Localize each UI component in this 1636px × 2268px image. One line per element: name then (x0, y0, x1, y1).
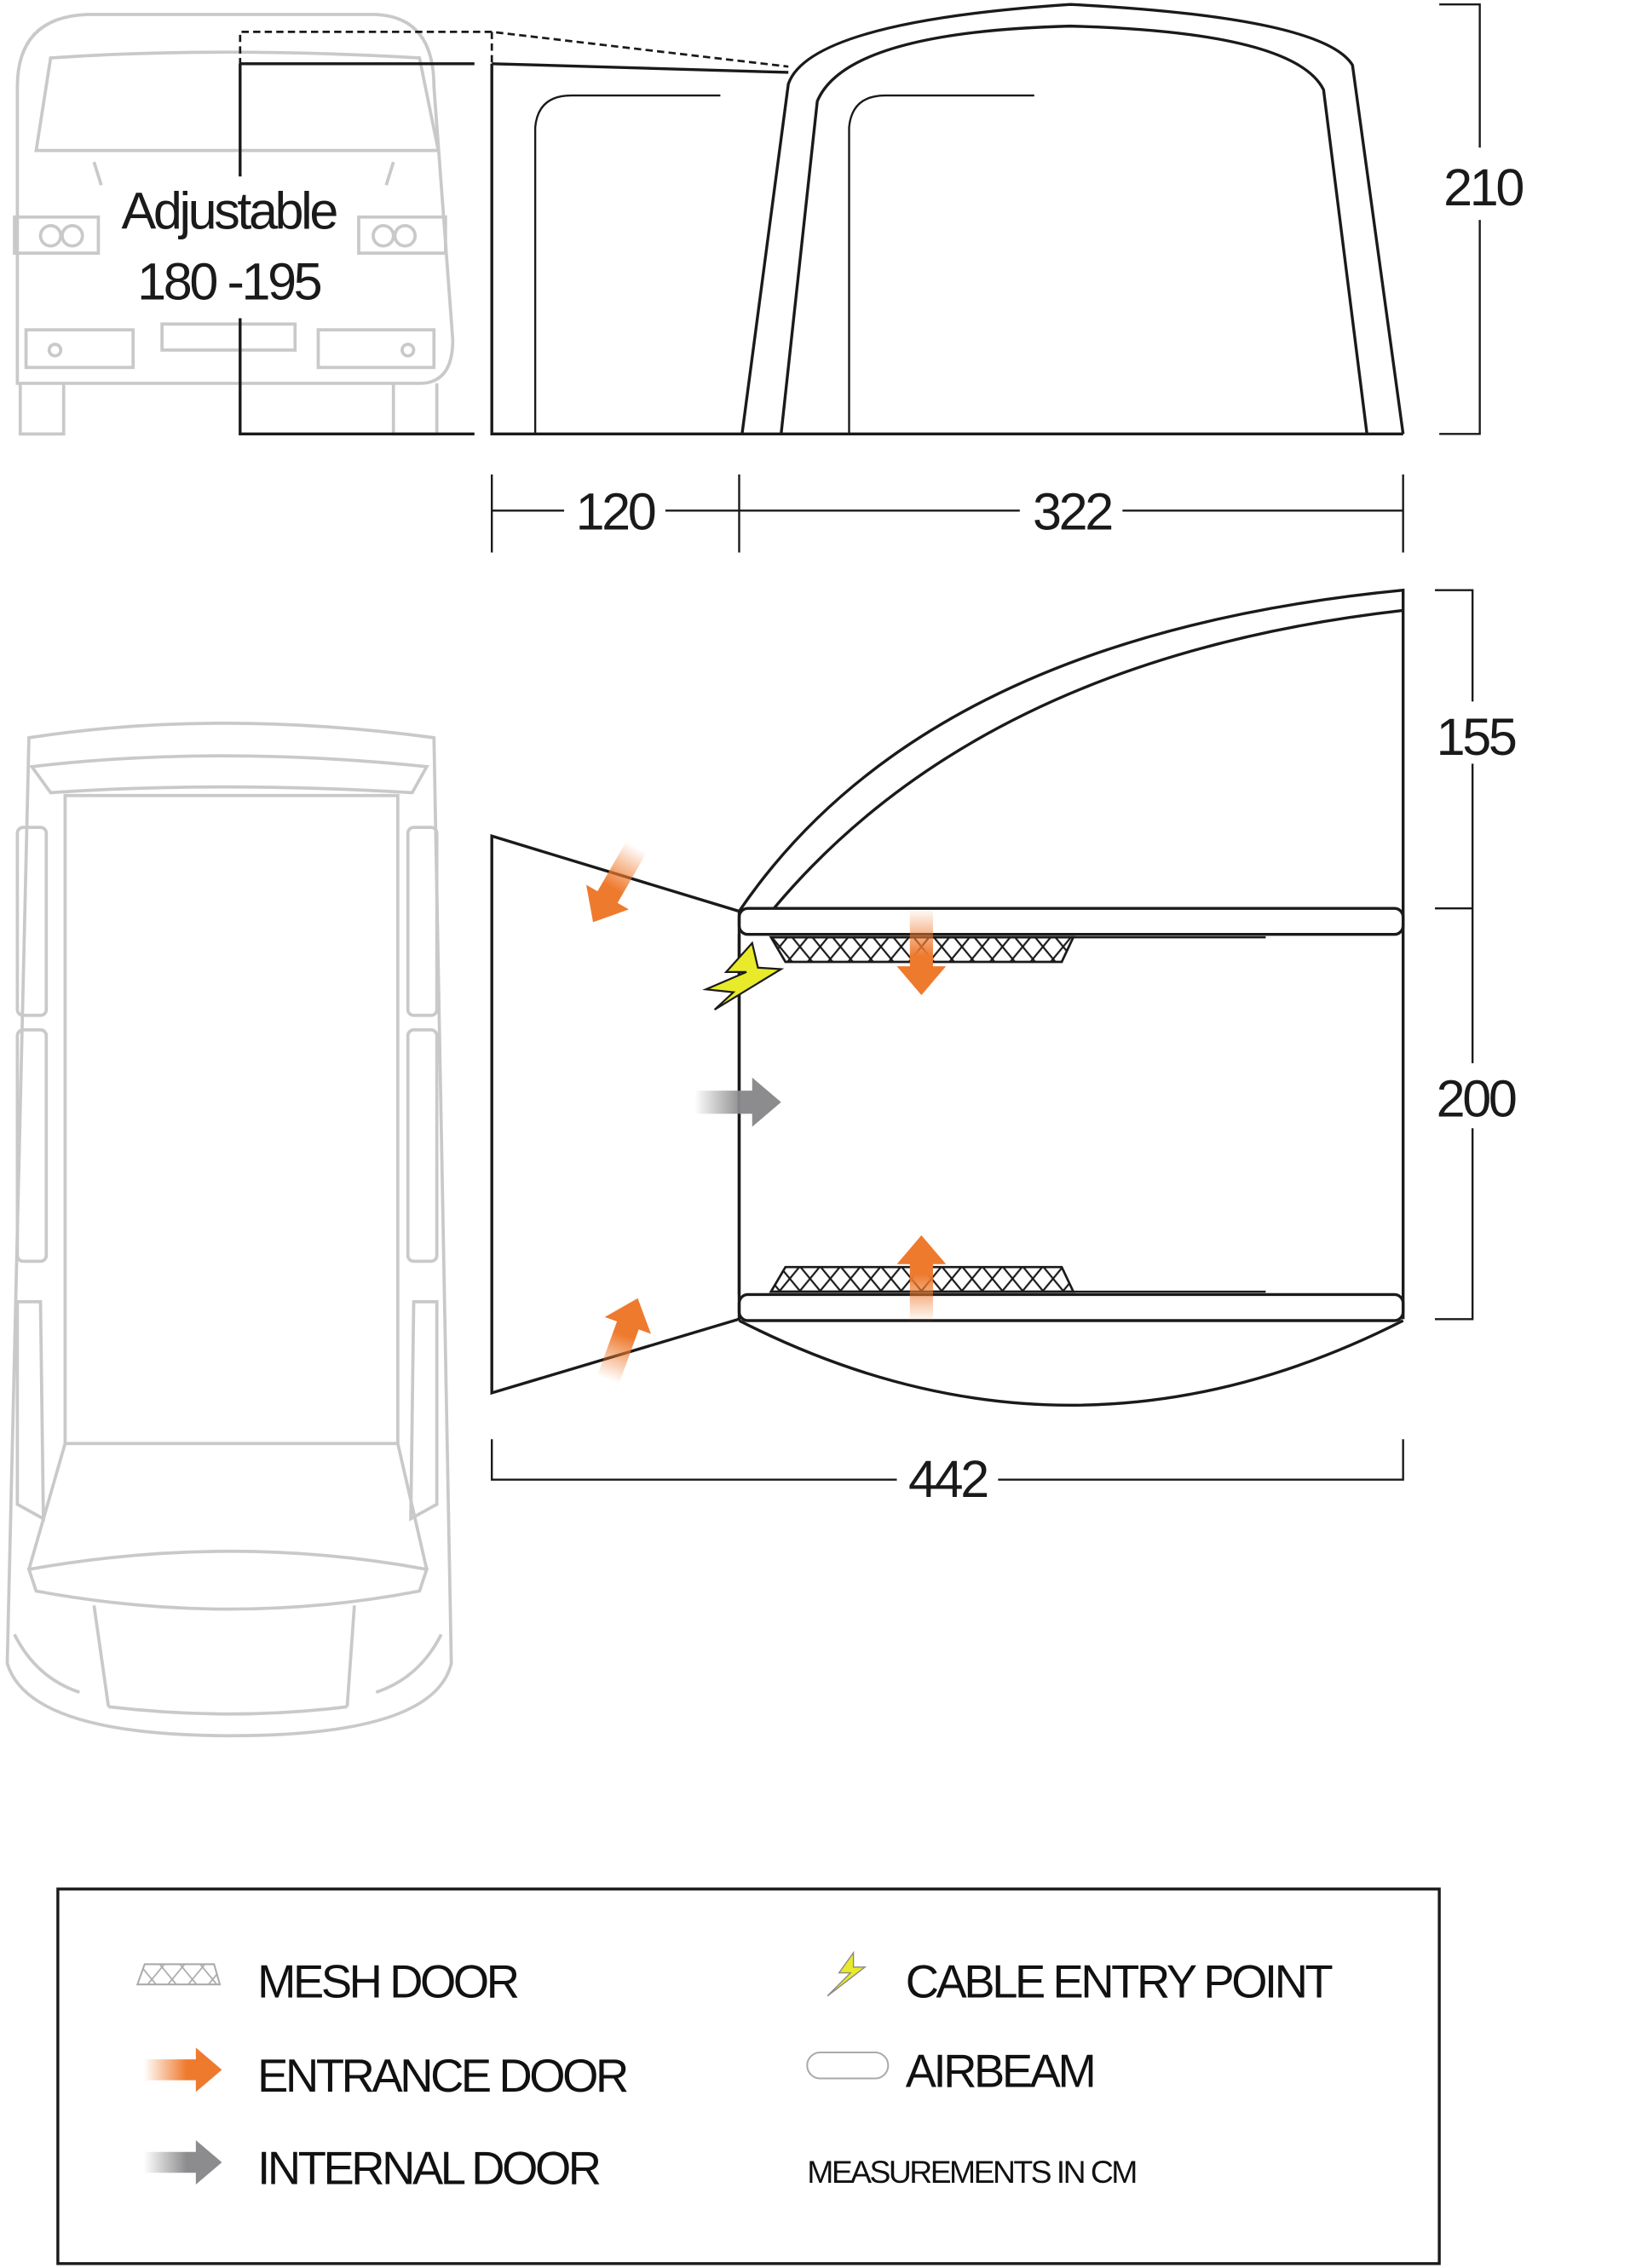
legend-internal-door: INTERNAL DOOR (257, 2142, 600, 2194)
mesh-door-legend-icon (135, 1963, 222, 1986)
legend-airbeam: AIRBEAM (906, 2046, 1094, 2098)
rear-depth-value: 200 (1437, 1070, 1516, 1128)
width-dimensions (491, 474, 1404, 553)
cable-entry-legend-icon (827, 1950, 867, 1997)
main-width-value: 322 (1033, 482, 1111, 540)
van-top-view (5, 722, 453, 1738)
entrance-arrow-annex-top (572, 834, 658, 935)
tent-height-value: 210 (1443, 158, 1523, 216)
total-length-value: 442 (908, 1450, 987, 1508)
length-dimension (491, 1439, 1404, 1481)
cable-entry-icon (702, 941, 785, 1010)
legend-box (56, 1887, 1441, 2265)
entrance-arrow-annex-bottom (585, 1289, 661, 1389)
main-tent-floor (737, 588, 1405, 1407)
airbeam-bottom (737, 1292, 1405, 1322)
legend-cable-entry: CABLE ENTRY POINT (906, 1955, 1333, 2007)
legend-entrance-door: ENTRANCE DOOR (257, 2050, 627, 2102)
measurements-note: MEASUREMENTS IN CM (807, 2154, 1136, 2190)
height-dimension (1439, 3, 1481, 435)
adjustable-label: Adjustable (122, 181, 337, 239)
adjustable-range: 180 -195 (137, 252, 320, 310)
annex-width-value: 120 (576, 482, 655, 540)
height-adjust-indicator (239, 31, 789, 436)
airbeam-top (737, 907, 1405, 936)
airbeam-legend-icon (806, 2051, 890, 2080)
front-depth-value: 155 (1437, 708, 1516, 766)
tent-side-elevation (490, 3, 1405, 436)
annex-floor (490, 834, 741, 1396)
legend-mesh-door: MESH DOOR (257, 1955, 518, 2007)
depth-dimension (1435, 589, 1474, 1321)
